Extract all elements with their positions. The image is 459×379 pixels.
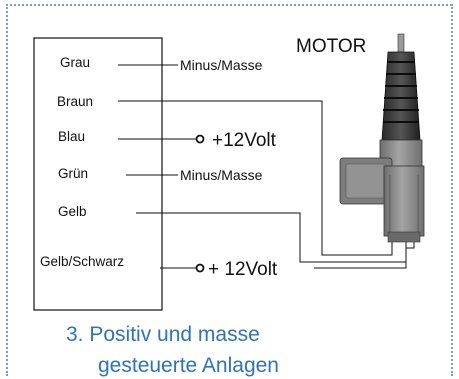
wire-12v-motor bbox=[314, 240, 415, 269]
dotted-border-top bbox=[6, 4, 452, 6]
wire-label-blau: Blau bbox=[58, 129, 85, 144]
caption-line-2: gesteuerte Anlagen bbox=[98, 354, 279, 377]
label-12volt-1: +12Volt bbox=[212, 130, 277, 151]
motor-main-body bbox=[383, 165, 425, 237]
motor-rod bbox=[397, 33, 405, 53]
label-minus-masse-2: Minus/Masse bbox=[180, 167, 263, 183]
wire-braun bbox=[118, 100, 393, 256]
wire-label-gelb-schwarz: Gelb/Schwarz bbox=[40, 254, 124, 269]
terminal-12v-gelb-schwarz bbox=[195, 263, 205, 273]
dotted-border-left bbox=[6, 4, 8, 376]
caption-line-1: 3. Positiv und masse bbox=[66, 323, 260, 346]
dotted-border-right bbox=[451, 4, 453, 376]
label-minus-masse-1: Minus/Masse bbox=[180, 57, 263, 73]
motor-boot-ribs bbox=[383, 61, 419, 123]
motor-connector bbox=[387, 231, 421, 243]
motor-boot bbox=[381, 51, 421, 141]
wire-label-grau: Grau bbox=[60, 55, 90, 70]
wire-lines bbox=[118, 64, 415, 269]
wire-label-braun: Braun bbox=[57, 94, 93, 109]
wire-label-gruen: Grün bbox=[58, 166, 88, 181]
motor-label: MOTOR bbox=[296, 36, 366, 57]
wire-label-gelb: Gelb bbox=[58, 204, 87, 219]
control-unit-box bbox=[33, 37, 163, 311]
terminal-12v-blau bbox=[195, 134, 205, 144]
label-12volt-2: + 12Volt bbox=[208, 259, 278, 280]
motor-actuator bbox=[339, 33, 425, 243]
